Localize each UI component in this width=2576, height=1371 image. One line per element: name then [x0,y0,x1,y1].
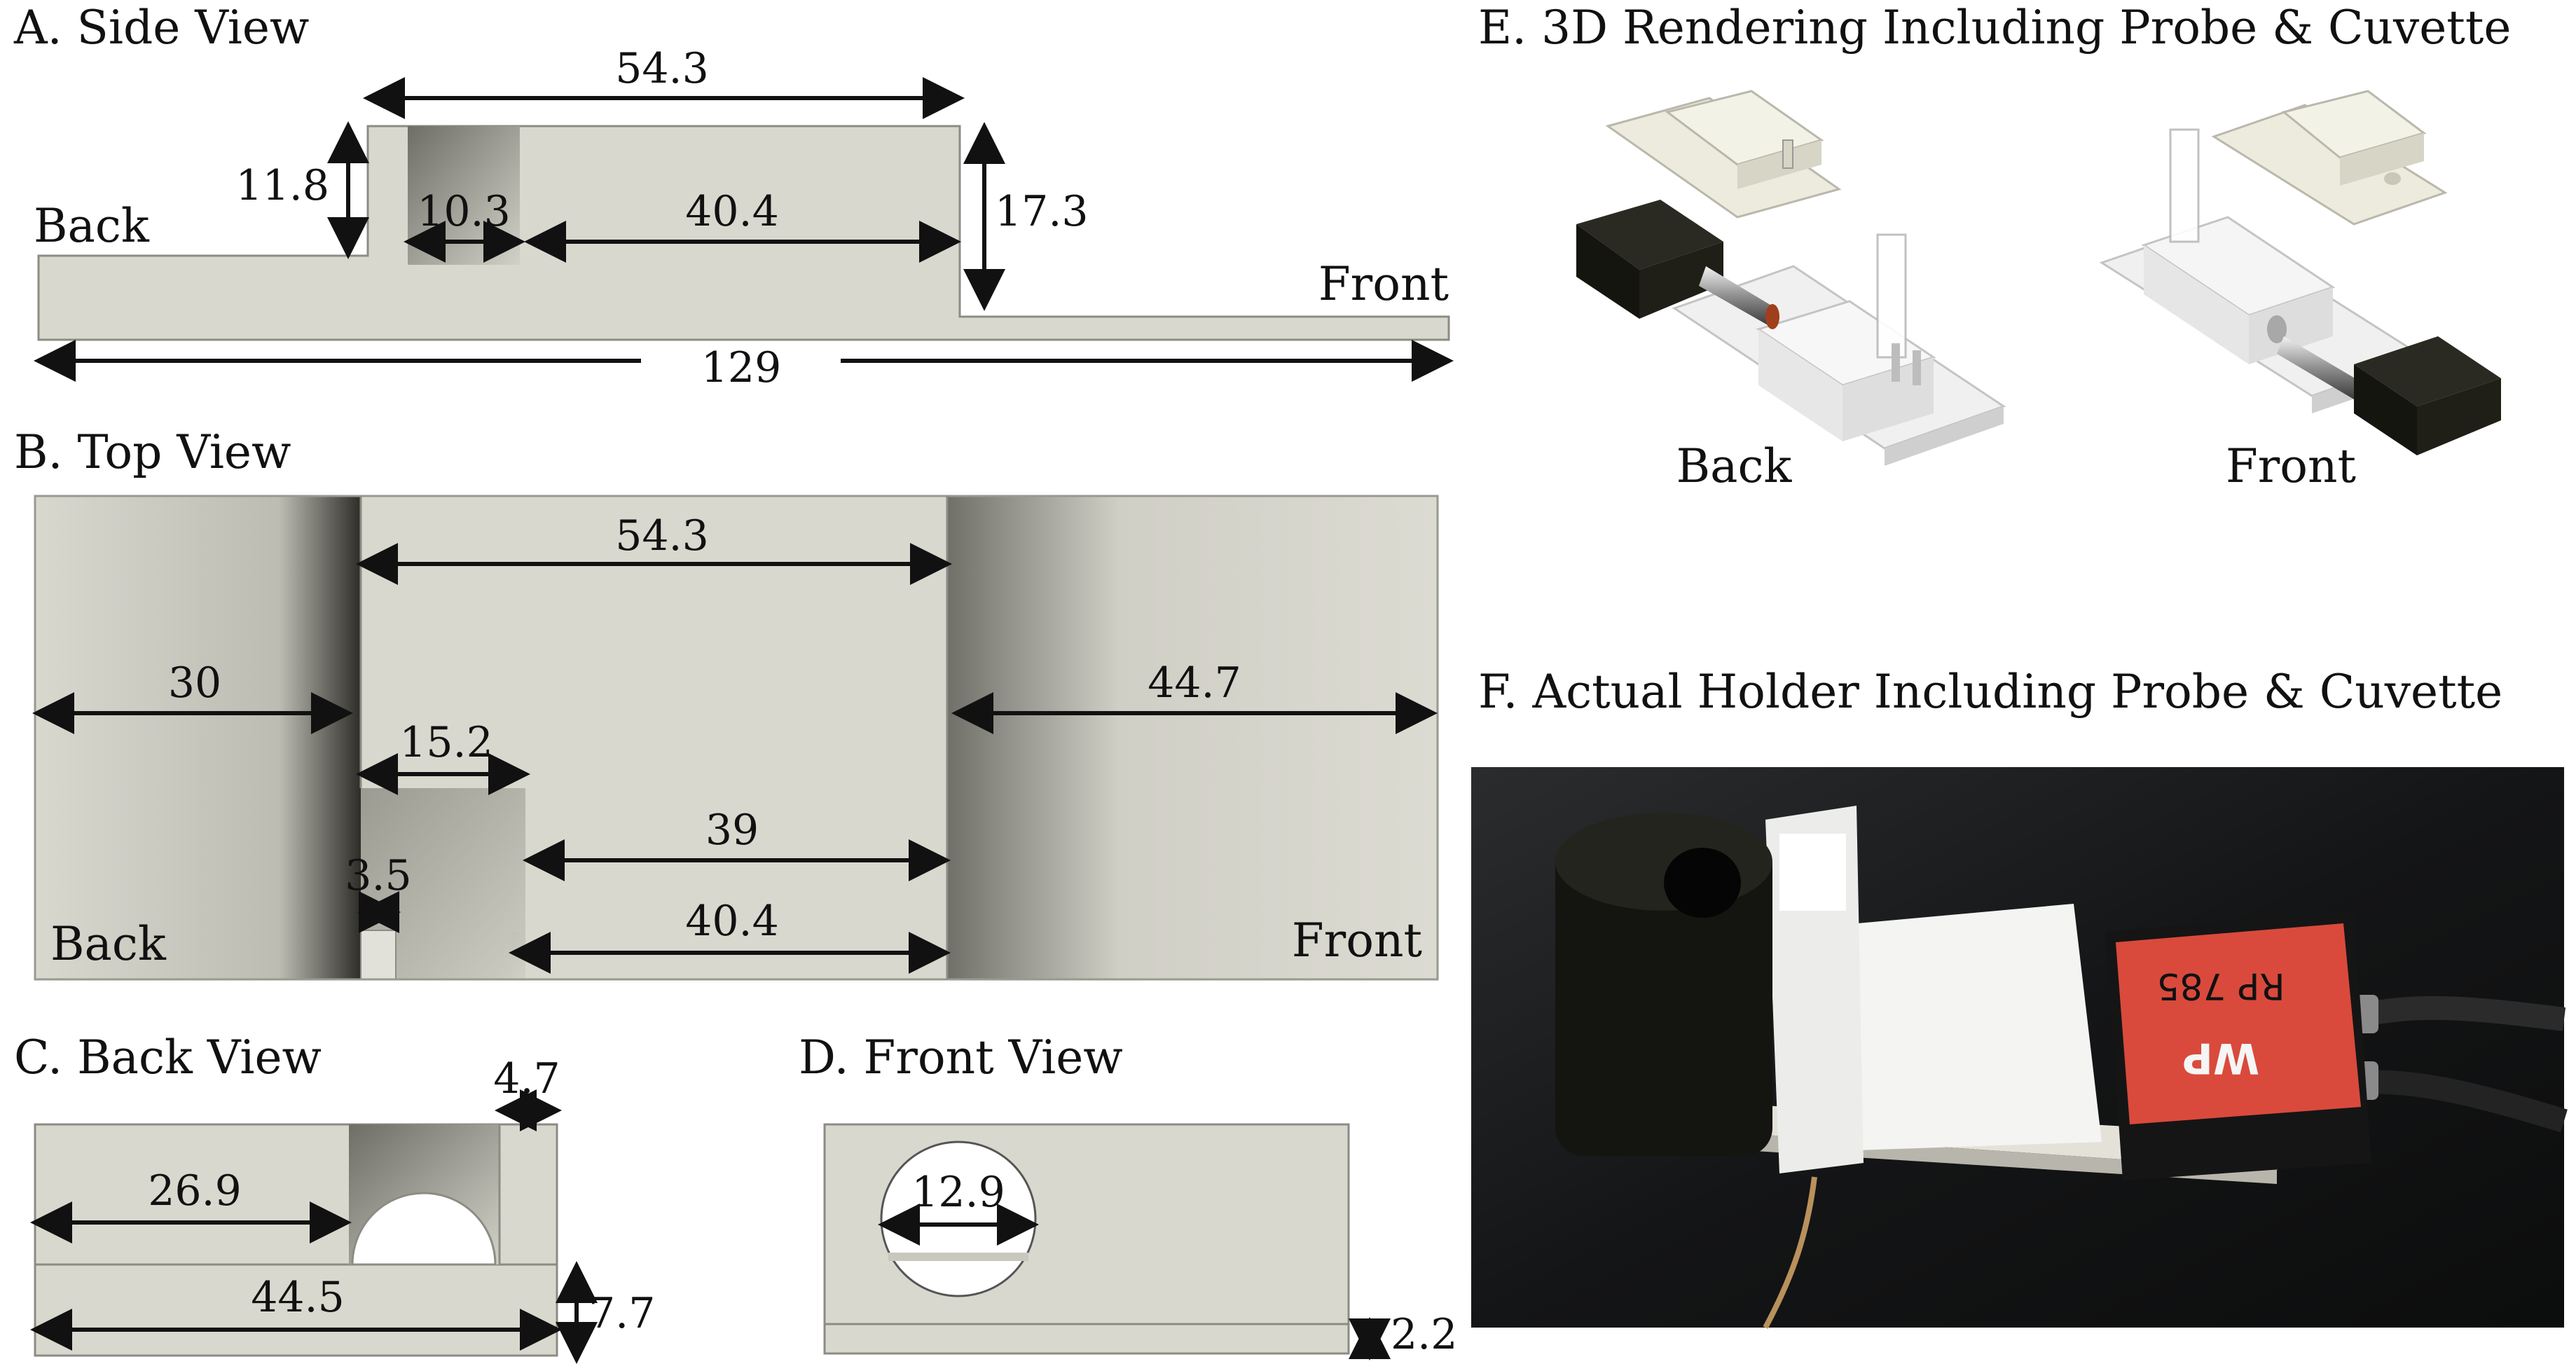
dim-top-block-length-2: 40.4 [685,897,779,946]
dim-wall: 4.7 [493,1054,560,1103]
dim-block-height: 17.3 [995,187,1089,236]
render-back-assembly [1576,90,2006,466]
dim-slot-width: 10.3 [417,187,511,236]
dim-slot-length: 15.2 [399,718,493,767]
top-view-back-label: Back [50,917,167,971]
rendering-panel: E. 3D Rendering Including Probe & Cuvett… [1478,1,2511,493]
side-view-front-label: Front [1318,257,1449,311]
top-view-cuvette-gap [360,930,397,980]
back-view-panel: C. Back View 4.7 26.9 44.5 7.7 [14,1031,655,1364]
photo-title: F. Actual Holder Including Probe & Cuvet… [1478,665,2502,719]
top-view-front-label: Front [1292,914,1422,967]
dim-top-length: 54.3 [615,44,709,93]
rendering-title: E. 3D Rendering Including Probe & Cuvett… [1478,1,2511,55]
dim-hole-diameter: 12.9 [911,1168,1005,1217]
dim-step-height: 11.8 [235,161,329,210]
dim-back-offset: 30 [168,659,221,708]
front-view-title: D. Front View [799,1031,1123,1084]
front-view-hole [880,1141,1037,1297]
side-view-title: A. Side View [13,1,309,55]
photo-panel: F. Actual Holder Including Probe & Cuvet… [1471,665,2568,1329]
dim-front-offset: 44.7 [1148,659,1241,708]
dim-gap: 3.5 [345,851,411,900]
side-view-back-label: Back [34,199,150,253]
photo-probe-text: RP 785 [2156,965,2285,1007]
top-view-panel: B. Top View 54.3 30 44.7 15.2 39 3.5 40.… [14,425,1439,981]
photo-logo-text: WP [2182,1033,2259,1082]
dim-top-block-length: 54.3 [615,511,709,560]
dim-back-base-height: 7.7 [588,1289,655,1338]
front-view-panel: D. Front View 12.9 2.2 [799,1031,1457,1360]
top-view-back-plate [35,496,361,979]
dim-block-length: 40.4 [685,187,779,236]
back-view-hole [351,1192,497,1266]
photo-probe-label [2116,923,2361,1124]
top-view-title: B. Top View [14,425,291,479]
dim-front-base-height: 2.2 [1391,1310,1457,1359]
render-front-assembly [2099,90,2501,455]
side-view-panel: A. Side View 54.3 11.8 10.3 40.4 17.3 12… [13,1,1454,392]
back-view-title: C. Back View [14,1031,322,1084]
dim-inner-length: 39 [705,806,759,855]
front-view-base [823,1323,1350,1355]
photo-black-cylinder [1555,837,1772,1156]
dim-total-length: 129 [701,343,782,392]
dim-back-width: 44.5 [251,1273,345,1322]
render-back-label: Back [1676,439,1793,493]
top-view-front-plate [947,496,1438,979]
render-front-label: Front [2226,439,2356,493]
dim-hole-offset: 26.9 [148,1166,242,1215]
